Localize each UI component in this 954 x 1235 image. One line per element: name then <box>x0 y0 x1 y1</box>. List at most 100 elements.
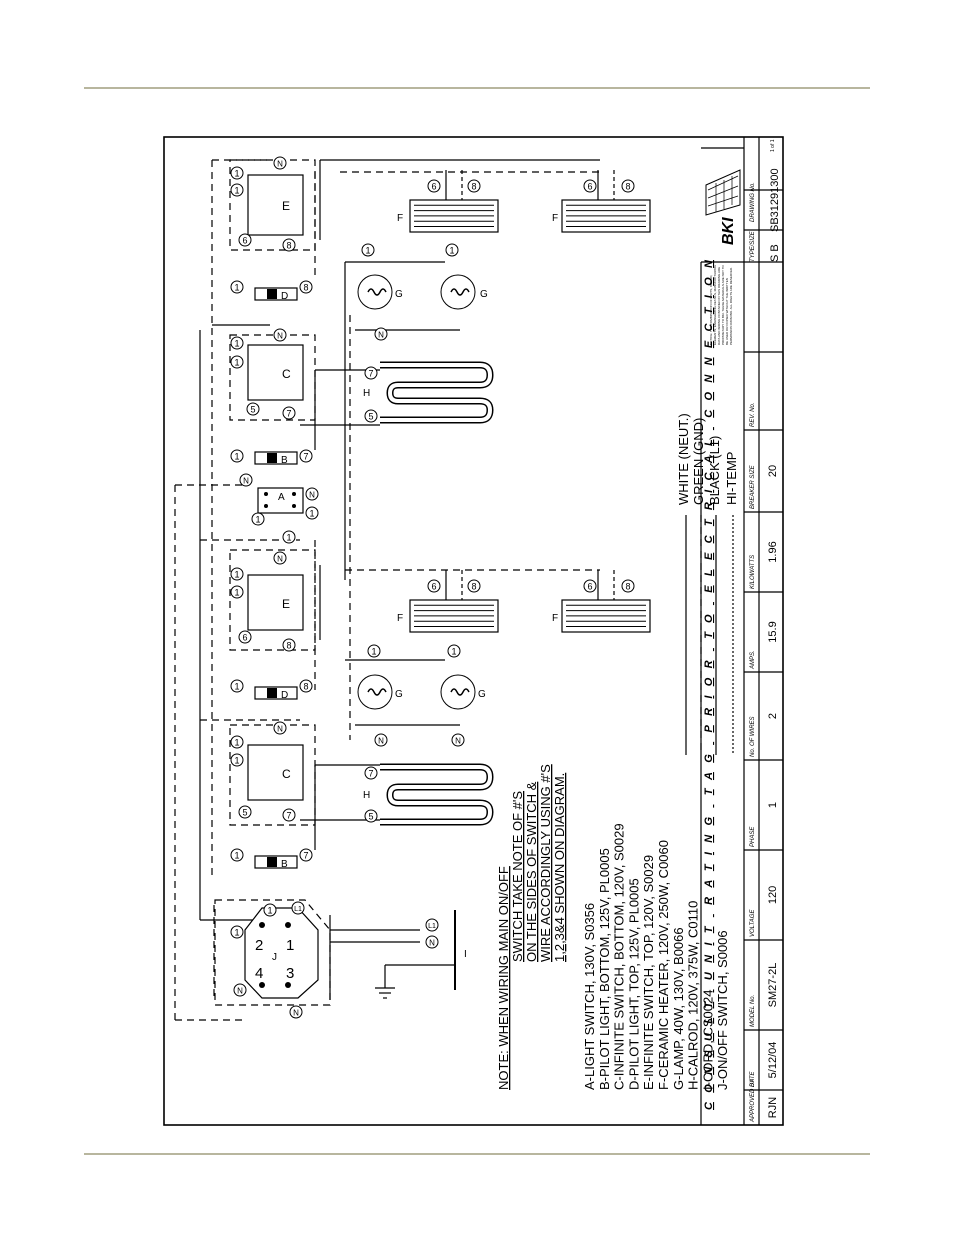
svg-text:1: 1 <box>234 851 239 861</box>
terminal-1: 1 <box>230 449 244 463</box>
terminal-N: N <box>289 1005 303 1019</box>
svg-text:8: 8 <box>286 241 291 251</box>
title-block-header: MODEL No. <box>750 995 756 1027</box>
legend-item: H-CALROD, 120V, 375W, C0110 <box>686 901 701 1090</box>
terminal-1: 1 <box>230 567 244 581</box>
terminal-6: 6 <box>238 630 252 644</box>
terminal-7: 7 <box>364 766 378 780</box>
switch-pin-1: 1 <box>286 937 294 954</box>
terminal-1: 1 <box>305 506 319 520</box>
terminal-5: 5 <box>238 805 252 819</box>
title-block-header: APPROVED BY <box>750 1078 756 1123</box>
svg-text:1: 1 <box>234 928 239 938</box>
title-block-header: REV. No. <box>750 402 756 427</box>
svg-text:7: 7 <box>368 369 373 379</box>
terminal-N: N <box>273 551 287 565</box>
label-G: G <box>478 689 486 700</box>
terminal-N: N <box>233 983 247 997</box>
terminal-N: N <box>374 327 388 341</box>
label-B: B <box>281 455 288 466</box>
terminal-8: 8 <box>621 579 635 593</box>
label-A: A <box>278 492 285 503</box>
svg-text:5: 5 <box>242 808 247 818</box>
terminal-8: 8 <box>299 679 313 693</box>
note-line: NOTE: WHEN WIRING MAIN ON/OFF <box>496 866 511 1090</box>
terminal-6: 6 <box>583 179 597 193</box>
label-G: G <box>395 689 403 700</box>
terminal-1: 1 <box>230 679 244 693</box>
terminal-N: N <box>305 487 319 501</box>
label-G: G <box>480 289 488 300</box>
svg-text:N: N <box>237 987 243 996</box>
drawing-labels: TYPE/SIZE DRAWING No. 1 of 1 <box>750 139 776 262</box>
wire-legend-item: BLACK (L1) <box>707 436 722 505</box>
terminal-1: 1 <box>367 644 381 658</box>
svg-text:1: 1 <box>234 452 239 462</box>
label-G: G <box>395 289 403 300</box>
title-block-value: RJN <box>767 1097 779 1118</box>
svg-text:8: 8 <box>303 283 308 293</box>
svg-text:8: 8 <box>471 182 476 192</box>
terminal-N: N <box>273 328 287 342</box>
drawing-frame <box>163 136 784 1126</box>
svg-text:SB31291300: SB31291300 <box>769 168 781 232</box>
terminal-7: 7 <box>299 848 313 862</box>
svg-text:TYPE/SIZE: TYPE/SIZE <box>750 230 756 262</box>
terminal-1: 1 <box>230 336 244 350</box>
svg-text:1: 1 <box>371 647 376 657</box>
legend-item: G-LAMP, 40W, 130V, B0066 <box>671 927 686 1090</box>
footer-rule <box>84 1153 870 1155</box>
svg-text:1: 1 <box>234 169 239 179</box>
terminal-8: 8 <box>299 280 313 294</box>
svg-text:N: N <box>455 737 461 746</box>
terminal-1: 1 <box>230 753 244 767</box>
svg-text:6: 6 <box>242 633 247 643</box>
wire-legend-item: WHITE (NEUT.) <box>676 413 691 505</box>
svg-text:L1: L1 <box>428 923 436 930</box>
svg-text:1: 1 <box>451 647 456 657</box>
svg-text:N: N <box>277 725 283 734</box>
title-block-value: 5/12/04 <box>767 1042 779 1079</box>
label-H: H <box>363 388 370 399</box>
svg-text:1: 1 <box>234 283 239 293</box>
title-block-header: AMPS. <box>750 650 756 670</box>
terminal-8: 8 <box>467 179 481 193</box>
svg-text:8: 8 <box>471 582 476 592</box>
svg-text:6: 6 <box>242 236 247 246</box>
label-C: C <box>282 767 291 781</box>
note-line: 1,2,3&4 SHOWN ON DIAGRAM. <box>552 773 567 962</box>
svg-text:1: 1 <box>234 186 239 196</box>
component-labels: E C E C D B D B A J G G G G H H F F F F … <box>255 199 558 982</box>
terminal-8: 8 <box>621 179 635 193</box>
svg-text:6: 6 <box>431 582 436 592</box>
label-E: E <box>282 199 290 213</box>
terminal-N: N <box>451 733 465 747</box>
terminal-8: 8 <box>282 238 296 252</box>
terminal-1: 1 <box>230 166 244 180</box>
terminal-1: 1 <box>447 644 461 658</box>
label-D: D <box>281 690 288 701</box>
terminal-8: 8 <box>467 579 481 593</box>
title-block-header: PHASE <box>750 826 756 847</box>
note-line: SWITCH TAKE NOTE OF #'S <box>510 791 525 962</box>
svg-text:S B: S B <box>769 244 781 262</box>
svg-text:1: 1 <box>365 246 370 256</box>
terminal-1: 1 <box>230 355 244 369</box>
svg-text:L1: L1 <box>294 906 302 913</box>
terminal-6: 6 <box>427 579 441 593</box>
terminal-7: 7 <box>282 808 296 822</box>
svg-text:N: N <box>293 1009 299 1018</box>
label-I: I <box>464 949 467 960</box>
terminal-1: 1 <box>361 243 375 257</box>
label-B: B <box>281 859 288 870</box>
legend-item: B-PILOT LIGHT, BOTTOM, 125V, PL0005 <box>597 848 612 1090</box>
svg-text:1: 1 <box>234 339 239 349</box>
title-block-header: VOLTAGE <box>750 909 756 937</box>
svg-text:N: N <box>277 555 283 564</box>
terminal-L1: L1 <box>425 918 439 932</box>
bki-logo-icon <box>705 169 741 216</box>
terminal-1: 1 <box>230 280 244 294</box>
